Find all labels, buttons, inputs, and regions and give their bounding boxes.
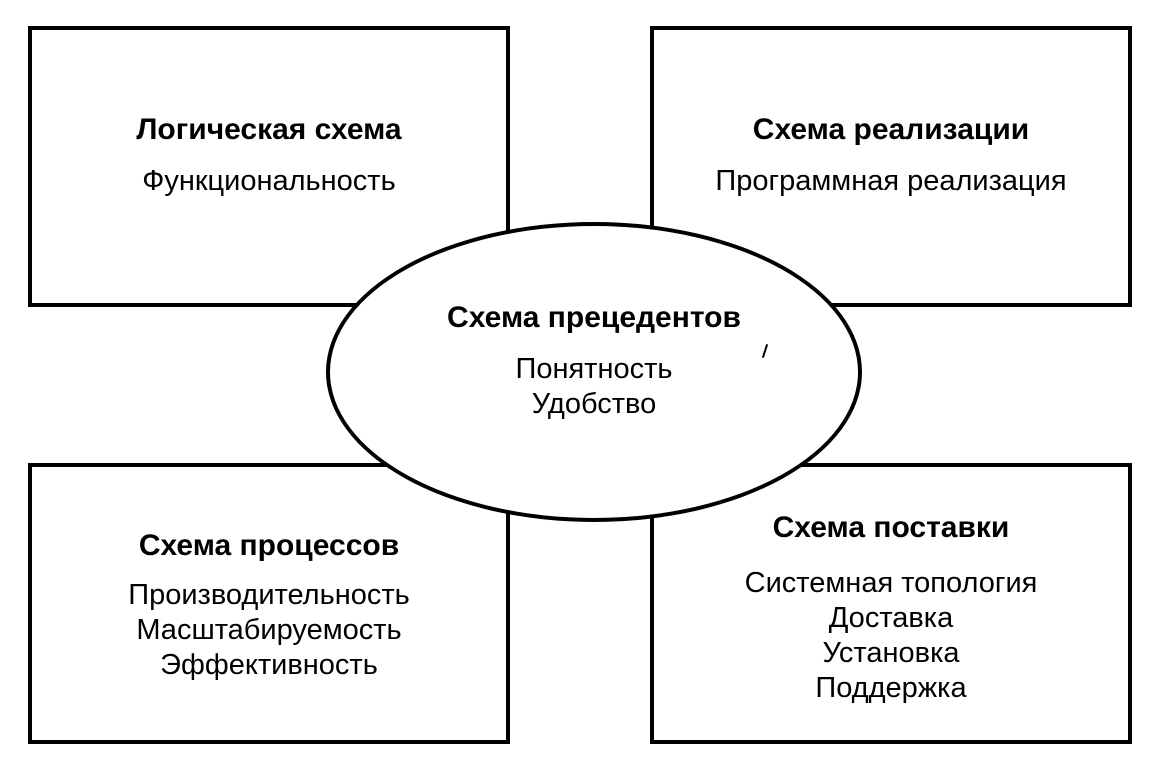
implementation-view-title: Схема реализации (752, 113, 1030, 146)
use-case-view-text: Схема прецедентов Понятность Удобство (326, 300, 862, 422)
process-view-item: Масштабируемость (136, 614, 402, 646)
process-view-box (28, 463, 510, 744)
process-view-title: Схема процессов (138, 529, 400, 562)
process-view-text: Схема процессов Производительность Масшт… (28, 528, 510, 683)
deployment-view-box (650, 463, 1132, 744)
logical-view-box (28, 26, 510, 307)
process-view-item: Производительность (128, 579, 410, 611)
logical-view-title: Логическая схема (136, 113, 402, 146)
process-view-item: Эффективность (160, 649, 378, 681)
deployment-view-item: Поддержка (815, 672, 967, 704)
logical-view-item: Функциональность (142, 165, 396, 197)
use-case-view-item: Удобство (531, 388, 657, 420)
deployment-view-item: Установка (822, 637, 960, 669)
implementation-view-item: Программная реализация (715, 165, 1067, 197)
implementation-view-text: Схема реализации Программная реализация (650, 112, 1132, 199)
deployment-view-text: Схема поставки Системная топология Доста… (650, 510, 1132, 706)
deployment-view-item: Системная топология (744, 567, 1038, 599)
use-case-view-title: Схема прецедентов (447, 301, 741, 334)
deployment-view-item: Доставка (828, 602, 954, 634)
use-case-view-item: Понятность (515, 353, 673, 385)
deployment-view-title: Схема поставки (772, 511, 1010, 544)
logical-view-text: Логическая схема Функциональность (28, 112, 510, 199)
use-case-view-ellipse (326, 222, 862, 522)
